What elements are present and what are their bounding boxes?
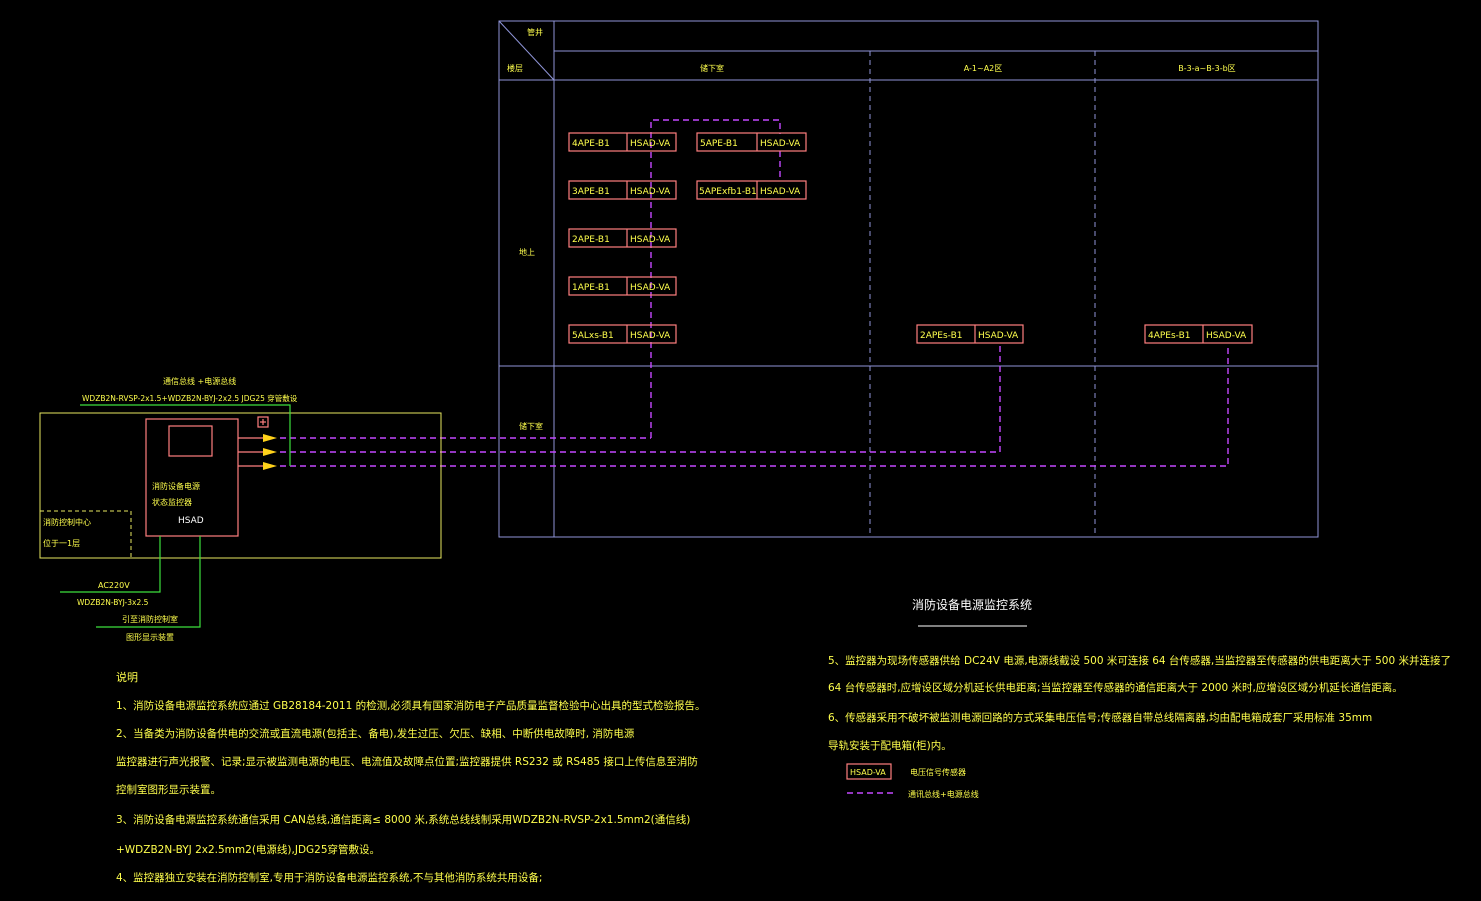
monitor-code: 2APEs-B1 [920,331,963,341]
monitor-type: HSAD-VA [760,139,801,149]
zone-header-3: B-3-a~B-3-b区 [1178,64,1235,73]
monitor-1: 4APE-B1 HSAD-VA [568,132,677,152]
power-label: AC220V [98,581,130,590]
monitor-9: 4APEs-B1 HSAD-VA [1144,324,1253,344]
power-spec: WDZB2N-BYJ-3x2.5 [77,598,149,607]
monitor-type: HSAD-VA [978,331,1019,341]
monitor-type: HSAD-VA [630,331,671,341]
host-screen [168,425,213,457]
monitor-code: 5ALxs-B1 [572,331,614,341]
zone-header-1: 储下室 [700,63,724,73]
monitor-5: 2APE-B1 HSAD-VA [568,228,677,248]
arrow-icon [263,434,277,442]
monitor-type: HSAD-VA [630,235,671,245]
row-label-basement: 储下室 [519,421,543,431]
legend: HSAD-VA 电压信号传感器 通讯总线+电源总线 [846,763,979,799]
zone-header-2: A-1~A2区 [964,64,1003,73]
note-2a: 2、当备类为消防设备供电的交流或直流电源(包括主、备电),发生过压、欠压、缺相、… [116,727,635,740]
monitor-type: HSAD-VA [630,283,671,293]
monitor-code: 4APEs-B1 [1148,331,1191,341]
legend-sensor-symbol-text: HSAD-VA [850,768,886,777]
connector-arrows [238,434,277,470]
corner-top-label: 管井 [527,27,543,37]
note-5a: 5、监控器为现场传感器供给 DC24V 电源,电源线截设 500 米可连接 64… [828,654,1451,667]
note-3b: +WDZB2N-BYJ 2x2.5mm2(电源线),JDG25穿管敷设。 [116,843,380,856]
monitor-6: 1APE-B1 HSAD-VA [568,276,677,296]
monitor-type: HSAD-VA [760,187,801,197]
host-name-line2: 状态监控器 [152,497,192,507]
bus-label: 通信总线 +电源总线 [163,376,236,386]
note-4: 4、监控器独立安装在消防控制室,专用于消防设备电源监控系统,不与其他消防系统共用… [116,871,542,884]
monitor-code: 1APE-B1 [572,283,610,293]
monitor-3: 3APE-B1 HSAD-VA [568,180,677,200]
note-6b: 导轨安装于配电箱(柜)内。 [828,739,952,752]
host-model: HSAD [178,516,204,526]
monitor-code: 5APE-B1 [700,139,738,149]
monitor-type: HSAD-VA [1206,331,1247,341]
legend-sensor-symbol [846,763,892,780]
legend-sensor-text: 电压信号传感器 [910,767,966,777]
arrow-icon [263,448,277,456]
monitor-8: 2APEs-B1 HSAD-VA [916,324,1024,344]
row-label-aboveground: 地上 [519,247,535,257]
layout-grid [498,20,1319,538]
monitor-7: 5ALxs-B1 HSAD-VA [568,324,677,344]
bus-wiring [280,119,1229,467]
monitor-code: 2APE-B1 [572,235,610,245]
monitor-code: 4APE-B1 [572,139,610,149]
note-5b: 64 台传感器时,应增设区域分机延长供电距离;当监控器至传感器的通信距离大于 2… [828,681,1403,694]
fire-display-label2: 图形显示装置 [126,632,174,642]
control-room-frame [39,412,442,559]
note-1: 1、消防设备电源监控系统应通过 GB28184-2011 的检测,必须具有国家消… [116,699,705,712]
bus-spec: WDZB2N-RVSP-2x1.5+WDZB2N-BYJ-2x2.5 JDG25… [82,393,298,403]
host-monitor: 消防设备电源 状态监控器 HSAD [145,418,239,537]
notes-left: 说明 1、消防设备电源监控系统应通过 GB28184-2011 的检测,必须具有… [116,670,705,884]
control-room-floor: 位于一1层 [43,538,80,548]
arrow-icon [263,462,277,470]
note-2b: 监控器进行声光报警、记录;显示被监测电源的电压、电流值及故障点位置;监控器提供 … [116,755,698,768]
diagram-title: 消防设备电源监控系统 [912,597,1032,612]
monitor-type: HSAD-VA [630,187,671,197]
control-room-label-frame [40,510,132,558]
notes-right: 5、监控器为现场传感器供给 DC24V 电源,电源线截设 500 米可连接 64… [828,654,1451,752]
host-name-line1: 消防设备电源 [152,481,200,491]
monitor-code: 5APExfb1-B1 [699,187,757,197]
notes-heading: 说明 [116,670,138,684]
monitor-4: 5APExfb1-B1 HSAD-VA [696,180,807,200]
monitor-type: HSAD-VA [630,139,671,149]
feeder-cables [60,404,291,628]
fire-display-label: 引至消防控制室 [122,614,178,624]
legend-bus-text: 通讯总线+电源总线 [908,789,979,799]
control-room-label: 消防控制中心 [43,517,91,527]
note-3a: 3、消防设备电源监控系统通信采用 CAN总线,通信距离≤ 8000 米,系统总线… [116,813,690,826]
note-2c: 控制室图形显示装置。 [116,783,221,796]
note-6a: 6、传感器采用不破坏被监测电源回路的方式采集电压信号;传感器自带总线隔离器,均由… [828,711,1372,724]
corner-bottom-label: 楼层 [507,63,523,73]
monitor-2: 5APE-B1 HSAD-VA [696,132,807,152]
terminal-icon [257,416,269,428]
monitor-code: 3APE-B1 [572,187,610,197]
